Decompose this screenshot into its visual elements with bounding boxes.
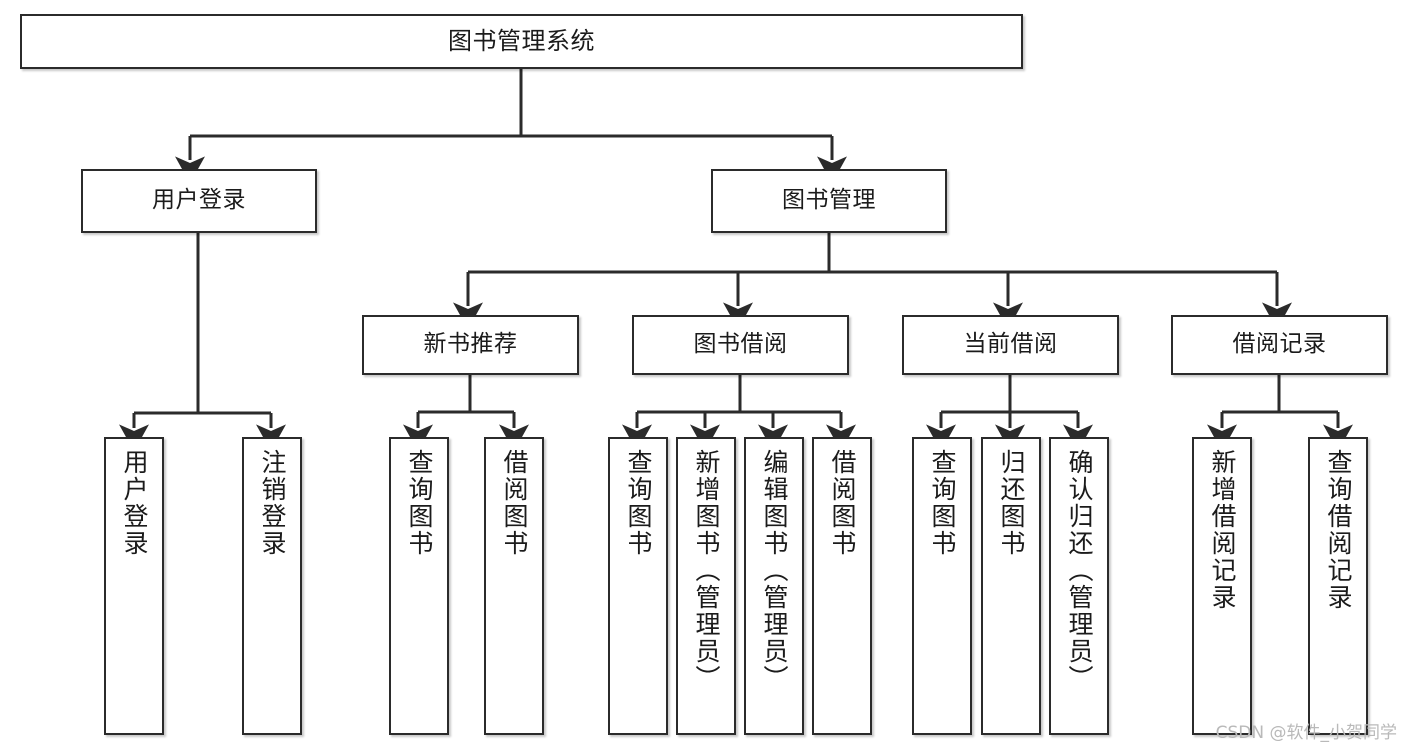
leaf-user-login-1-label: 用户登录: [120, 449, 149, 557]
leaf-borrow-record-2-label: 查询借阅记录: [1324, 449, 1353, 611]
node-book-management-label: 图书管理: [782, 187, 876, 214]
node-new-book-recommend[interactable]: 新书推荐: [362, 315, 579, 375]
node-borrow-record[interactable]: 借阅记录: [1171, 315, 1388, 375]
leaf-book-borrow-1[interactable]: 查询图书: [608, 437, 668, 735]
node-book-borrow-label: 图书借阅: [693, 331, 788, 358]
leaf-borrow-record-1-label: 新增借阅记录: [1208, 449, 1237, 611]
leaf-current-borrow-3-label: 确认归还（管理员）: [1065, 449, 1094, 692]
leaf-borrow-record-2[interactable]: 查询借阅记录: [1308, 437, 1368, 735]
leaf-current-borrow-1[interactable]: 查询图书: [912, 437, 972, 735]
node-book-management[interactable]: 图书管理: [711, 169, 947, 233]
leaf-current-borrow-2[interactable]: 归还图书: [981, 437, 1041, 735]
leaf-borrow-record-1[interactable]: 新增借阅记录: [1192, 437, 1252, 735]
leaf-new-book-recommend-1[interactable]: 查询图书: [389, 437, 449, 735]
leaf-new-book-recommend-2-label: 借阅图书: [500, 449, 529, 557]
leaf-user-login-1[interactable]: 用户登录: [104, 437, 164, 735]
leaf-book-borrow-4[interactable]: 借阅图书: [812, 437, 872, 735]
node-new-book-recommend-label: 新书推荐: [423, 331, 518, 358]
leaf-book-borrow-2-label: 新增图书（管理员）: [692, 449, 721, 692]
node-root-label: 图书管理系统: [448, 27, 595, 56]
leaf-book-borrow-2[interactable]: 新增图书（管理员）: [676, 437, 736, 735]
leaf-current-borrow-1-label: 查询图书: [928, 449, 957, 557]
leaf-user-login-2[interactable]: 注销登录: [242, 437, 302, 735]
leaf-current-borrow-3[interactable]: 确认归还（管理员）: [1049, 437, 1109, 735]
node-current-borrow[interactable]: 当前借阅: [902, 315, 1119, 375]
node-borrow-record-label: 借阅记录: [1232, 331, 1327, 358]
node-current-borrow-label: 当前借阅: [963, 331, 1058, 358]
node-user-login-label: 用户登录: [152, 187, 246, 214]
node-user-login[interactable]: 用户登录: [81, 169, 317, 233]
csdn-watermark: CSDN @软件_小贺同学: [1215, 723, 1397, 743]
leaf-book-borrow-4-label: 借阅图书: [828, 449, 857, 557]
leaf-book-borrow-3[interactable]: 编辑图书（管理员）: [744, 437, 804, 735]
node-book-borrow[interactable]: 图书借阅: [632, 315, 849, 375]
leaf-book-borrow-1-label: 查询图书: [624, 449, 653, 557]
node-root[interactable]: 图书管理系统: [20, 14, 1023, 69]
leaf-book-borrow-3-label: 编辑图书（管理员）: [760, 449, 789, 692]
leaf-user-login-2-label: 注销登录: [258, 449, 287, 557]
leaf-current-borrow-2-label: 归还图书: [997, 449, 1026, 557]
leaf-new-book-recommend-2[interactable]: 借阅图书: [484, 437, 544, 735]
leaf-new-book-recommend-1-label: 查询图书: [405, 449, 434, 557]
